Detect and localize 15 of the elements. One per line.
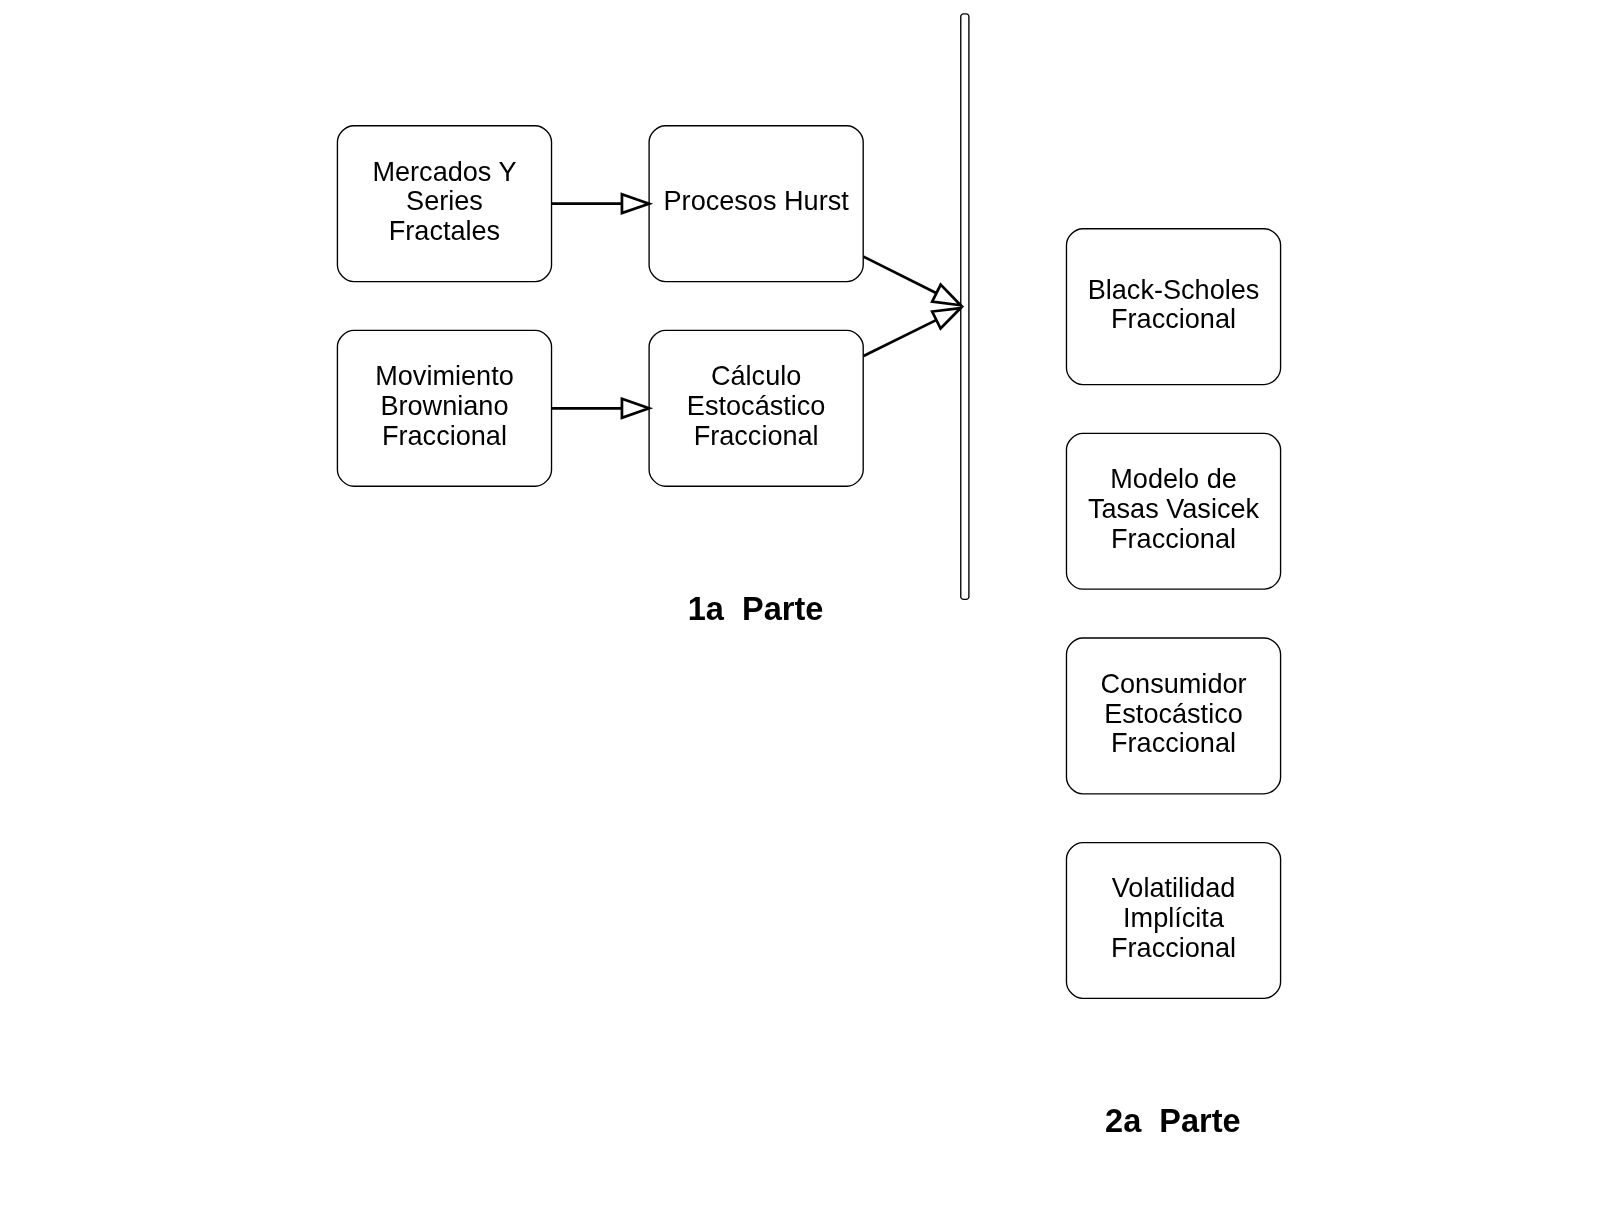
arrow bbox=[551, 396, 653, 420]
arrow bbox=[862, 255, 964, 308]
node-box: Modelo de Tasas Vasicek Fraccional bbox=[1065, 432, 1281, 590]
arrow bbox=[551, 192, 653, 216]
node-brace bbox=[959, 13, 970, 601]
node-box: Cálculo Estocástico Fraccional bbox=[647, 329, 864, 487]
label: 2a Parte bbox=[1104, 1103, 1241, 1140]
node-box: Mercados Y Series Fractales bbox=[336, 125, 552, 283]
node-box: Procesos Hurst bbox=[647, 125, 864, 283]
node-box: Black-Scholes Fraccional bbox=[1065, 228, 1281, 386]
node-box: Volatilidad Implícita Fraccional bbox=[1065, 841, 1281, 1000]
node-box: Movimiento Browniano Fraccional bbox=[336, 329, 552, 487]
node-box: Consumidor Estocástico Fraccional bbox=[1065, 637, 1281, 795]
label: 1a Parte bbox=[687, 590, 823, 627]
arrow bbox=[862, 306, 964, 358]
